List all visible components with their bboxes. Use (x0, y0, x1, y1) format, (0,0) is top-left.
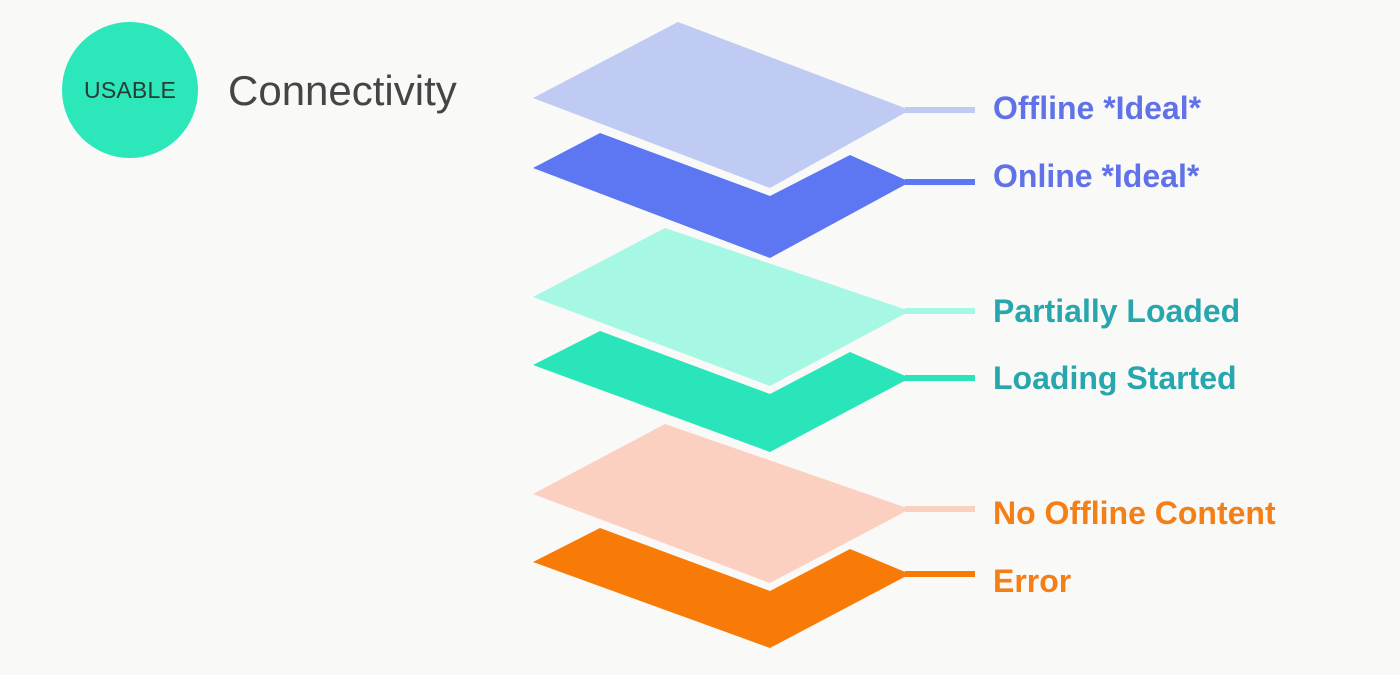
layer-no-offline-content-shape (533, 424, 910, 583)
layer-label-loading-started: Loading Started (993, 360, 1237, 396)
layer-online-shape (533, 133, 910, 258)
layer-loading-started-shape (533, 331, 910, 452)
layer-offline-shape (533, 22, 910, 188)
layer-error-shape (533, 528, 910, 648)
usable-badge-label: USABLE (84, 76, 176, 103)
layer-label-partially-loaded: Partially Loaded (993, 293, 1240, 329)
layer-partially-loaded-shape (533, 228, 910, 386)
layer-label-no-offline-content: No Offline Content (993, 495, 1276, 531)
page-title: Connectivity (228, 67, 457, 114)
usable-badge: USABLE (62, 22, 198, 158)
layer-label-error: Error (993, 563, 1071, 599)
layer-label-online-ideal: Online *Ideal* (993, 158, 1200, 194)
layer-label-offline-ideal: Offline *Ideal* (993, 90, 1202, 126)
